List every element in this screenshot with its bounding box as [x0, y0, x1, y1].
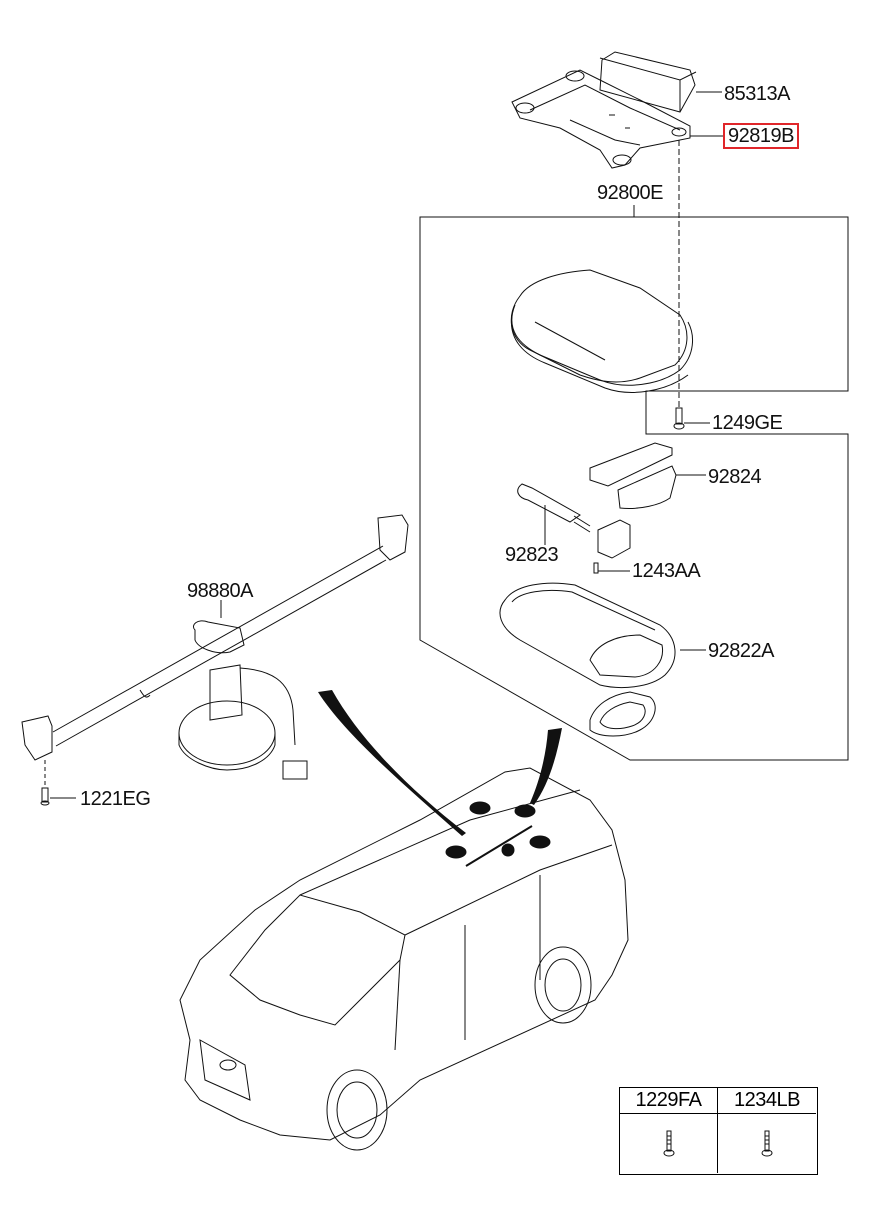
pad-part[interactable] — [599, 51, 722, 113]
pointer-wedge-right — [530, 728, 562, 805]
group-outline — [419, 205, 849, 761]
vehicle-outline — [179, 767, 629, 1151]
part-label-92823[interactable]: 92823 — [505, 544, 559, 566]
part-label-1249ge[interactable]: 1249GE — [712, 412, 783, 434]
lamp-housing-part[interactable] — [510, 269, 693, 393]
connector-part[interactable] — [593, 519, 631, 574]
screw-1249ge[interactable] — [673, 407, 710, 430]
screw-1221eg[interactable] — [40, 760, 76, 806]
bracket-part[interactable] — [511, 69, 691, 169]
lens-part[interactable] — [499, 582, 706, 737]
part-label-92800e[interactable]: 92800E — [597, 182, 663, 204]
part-label-92819b-highlighted[interactable]: 92819B — [723, 123, 799, 149]
fastener-cell-1234lb — [718, 1114, 816, 1173]
fastener-table: 1229FA 1234LB — [619, 1087, 818, 1175]
part-label-92824[interactable]: 92824 — [708, 466, 762, 488]
part-label-1243aa[interactable]: 1243AA — [632, 560, 701, 582]
screw-icon — [761, 1130, 773, 1156]
fastener-header-1234lb[interactable]: 1234LB — [718, 1088, 816, 1114]
fastener-header-1229fa[interactable]: 1229FA — [620, 1088, 718, 1114]
bulb-part[interactable] — [517, 483, 591, 545]
screw-icon — [663, 1130, 674, 1156]
pointer-wedge-left — [318, 690, 466, 836]
antenna-bar-part[interactable] — [21, 514, 409, 780]
fastener-cell-1229fa — [620, 1114, 718, 1173]
part-label-92822a[interactable]: 92822A — [708, 640, 774, 662]
part-label-85313a[interactable]: 85313A — [724, 83, 790, 105]
switch-unit-part[interactable] — [589, 442, 706, 509]
part-label-98880a[interactable]: 98880A — [187, 580, 253, 602]
part-label-1221eg[interactable]: 1221EG — [80, 788, 151, 810]
